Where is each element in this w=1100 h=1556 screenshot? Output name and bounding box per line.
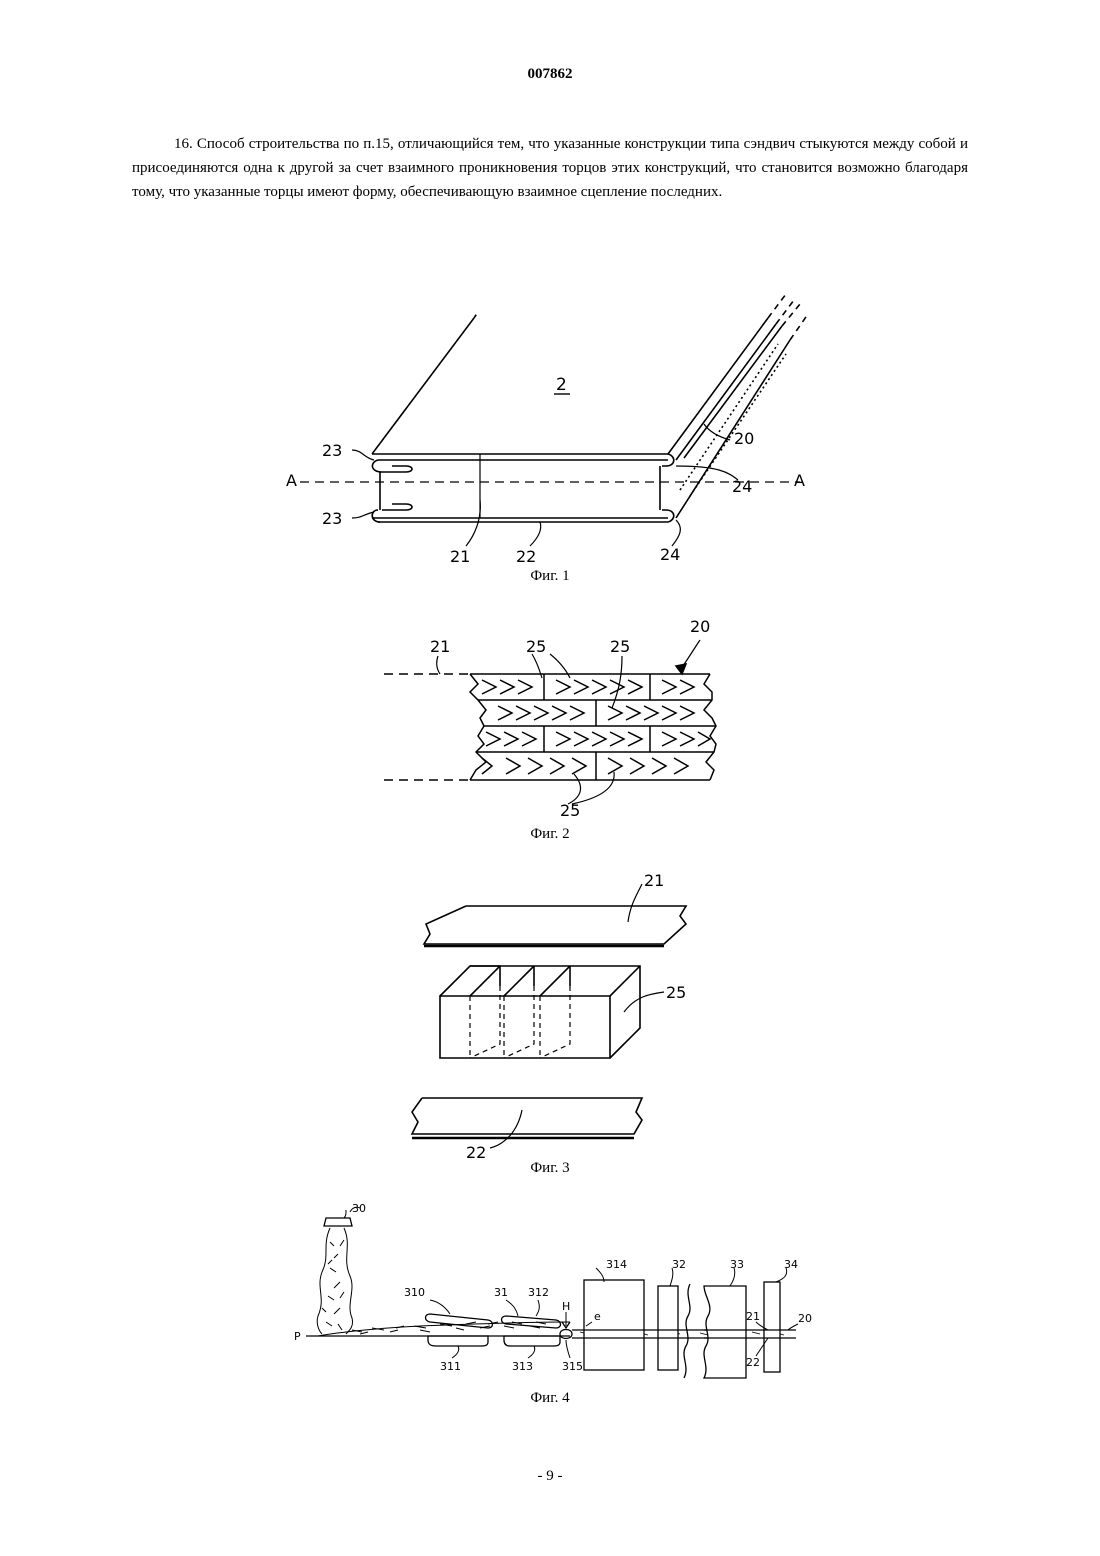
label-31: 31 xyxy=(494,1286,508,1299)
figure-1-drawing: 2 20 23 23 A A 24 21 22 24 xyxy=(0,300,1100,580)
label-313: 313 xyxy=(512,1360,533,1373)
figure-2-caption: Фиг. 2 xyxy=(0,826,1100,843)
label-23-top: 23 xyxy=(322,441,342,460)
label-a-right: A xyxy=(794,471,805,490)
label-21: 21 xyxy=(430,637,450,656)
label-23-bottom: 23 xyxy=(322,509,342,528)
figure-2-drawing: 21 25 25 20 25 xyxy=(0,612,1100,812)
label-33: 33 xyxy=(730,1258,744,1271)
label-30: 30 xyxy=(352,1202,366,1215)
label-310: 310 xyxy=(404,1286,425,1299)
label-21: 21 xyxy=(746,1310,760,1323)
label-315: 315 xyxy=(562,1360,583,1373)
panel-label-2: 2 xyxy=(556,375,567,395)
label-24-top: 24 xyxy=(732,477,752,496)
label-20: 20 xyxy=(798,1312,812,1325)
label-21: 21 xyxy=(450,547,470,566)
label-H: H xyxy=(562,1300,570,1313)
label-a-left: A xyxy=(286,471,297,490)
figure-3-caption: Фиг. 3 xyxy=(0,1160,1100,1177)
label-P: P xyxy=(294,1330,301,1343)
figure-4-drawing: 30 310 31 312 311 313 315 314 32 33 34 2… xyxy=(0,1196,1100,1396)
document-number: 007862 xyxy=(0,66,1100,83)
label-314: 314 xyxy=(606,1258,627,1271)
label-24-bottom: 24 xyxy=(660,545,680,564)
label-25-bottom: 25 xyxy=(560,801,580,820)
label-21: 21 xyxy=(644,871,664,890)
label-25: 25 xyxy=(666,983,686,1002)
label-20: 20 xyxy=(734,429,754,448)
label-312: 312 xyxy=(528,1286,549,1299)
claim-16-text: 16. Способ строительства по п.15, отлича… xyxy=(132,132,968,204)
label-25-top-right: 25 xyxy=(610,637,630,656)
figure-4-caption: Фиг. 4 xyxy=(0,1390,1100,1407)
label-311: 311 xyxy=(440,1360,461,1373)
figure-3-drawing: 21 25 22 xyxy=(0,862,1100,1162)
label-22: 22 xyxy=(516,547,536,566)
label-22: 22 xyxy=(746,1356,760,1369)
label-20: 20 xyxy=(690,617,710,636)
page-footer-number: - 9 - xyxy=(0,1468,1100,1485)
figure-1-caption: Фиг. 1 xyxy=(0,568,1100,585)
label-e: e xyxy=(594,1310,601,1323)
label-34: 34 xyxy=(784,1258,798,1271)
label-32: 32 xyxy=(672,1258,686,1271)
label-25-top-left: 25 xyxy=(526,637,546,656)
